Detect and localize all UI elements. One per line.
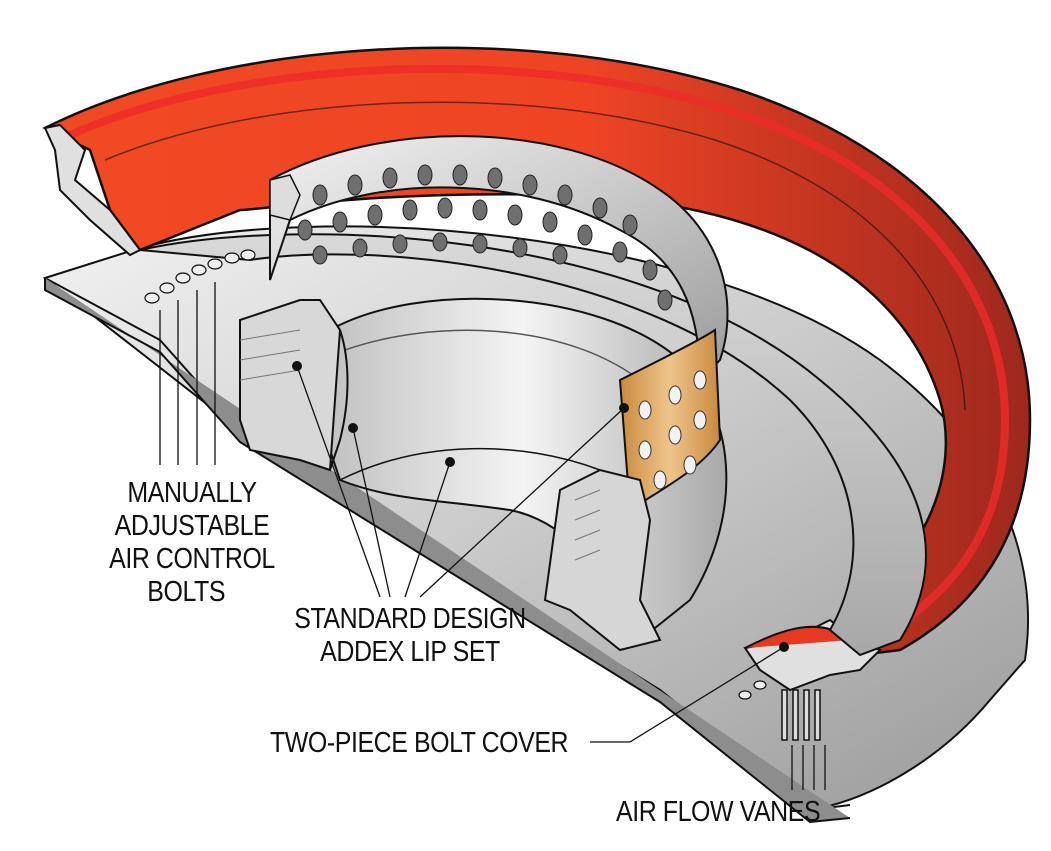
left-section <box>239 299 349 472</box>
label-lip-set: STANDARD DESIGN ADDEX LIP SET <box>290 603 531 669</box>
label-bolt-cover: TWO-PIECE BOLT COVER <box>270 727 569 759</box>
label-line: ADDEX LIP SET <box>320 636 500 668</box>
right-section <box>543 468 662 652</box>
air-control-bolts <box>144 249 256 304</box>
label-air-control-bolts: MANUALLY ADJUSTABLE AIR CONTROL BOLTS <box>106 477 278 609</box>
right-bolts <box>738 680 767 700</box>
label-line: MANUALLY <box>127 477 257 509</box>
bronze-insert <box>618 328 722 512</box>
perforated-ring <box>269 135 729 383</box>
label-line: AIR CONTROL <box>109 543 275 575</box>
leader-dots <box>292 361 789 652</box>
label-line: STANDARD DESIGN <box>294 603 526 635</box>
label-line: ADJUSTABLE <box>114 510 270 542</box>
label-line: BOLTS <box>147 576 226 608</box>
air-flow-vanes-shapes <box>781 689 821 741</box>
leader-lines <box>159 282 826 790</box>
label-air-flow-vanes: AIR FLOW VANES <box>616 796 821 828</box>
